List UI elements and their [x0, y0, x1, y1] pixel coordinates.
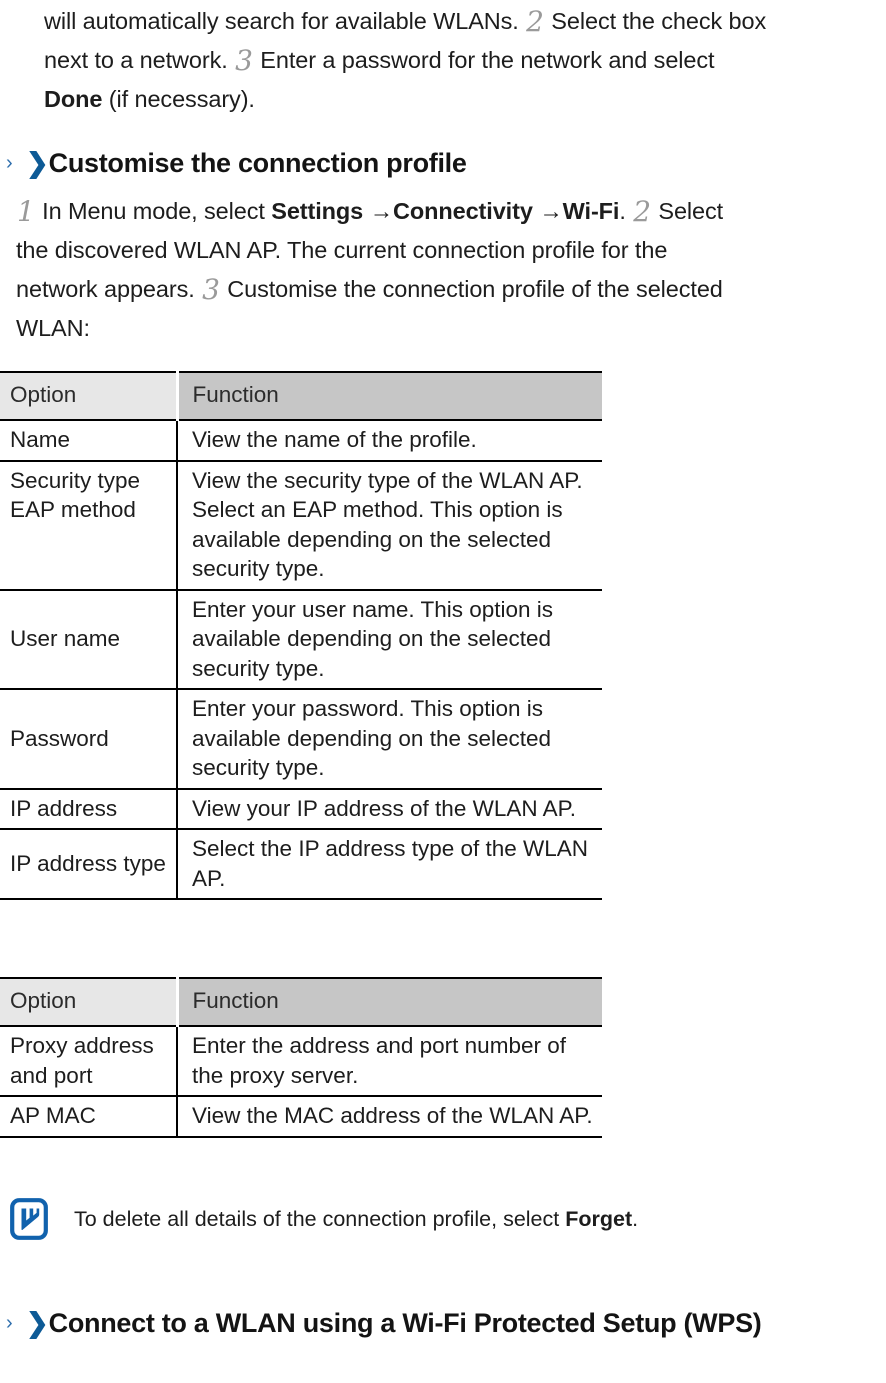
column-header-option: Option [0, 977, 179, 1027]
heading-title: Connect to a WLAN using a Wi-Fi Protecte… [48, 1308, 762, 1338]
cell-option: Security type EAP method [0, 460, 178, 591]
table-header-row: Option Function [0, 371, 602, 421]
cell-function: View the name of the profile. [177, 420, 602, 462]
cell-option: AP MAC [0, 1096, 178, 1138]
text-run: Enter a password for the network and sel… [253, 47, 715, 73]
text-run: Select [651, 198, 724, 224]
cell-function: Enter the address and port number of the… [177, 1026, 602, 1097]
cell-option: Proxy address and port [0, 1026, 178, 1097]
note-callout: To delete all details of the connection … [10, 1198, 870, 1240]
bold-term: Settings [271, 198, 364, 224]
step-number: 1 [17, 195, 35, 228]
step-number: 2 [633, 195, 651, 228]
double-arrow-icon: ❯ [26, 1308, 49, 1338]
table-header: Option Function [0, 371, 602, 421]
text-run: network appears. [16, 276, 202, 302]
text-line: next to a network. 3 Enter a password fo… [44, 41, 886, 80]
cell-option: User name [0, 589, 178, 690]
step-number: 3 [235, 44, 253, 77]
chevron-right-icon: › [6, 152, 13, 174]
text-run: Select the check box [544, 8, 767, 34]
text-line: the discovered WLAN AP. The current conn… [16, 231, 876, 270]
cell-option: Name [0, 420, 178, 462]
cell-function: Select the IP address type of the WLAN A… [177, 829, 602, 900]
chevron-right-icon: › [6, 1312, 13, 1334]
text-run: In Menu mode, select [35, 198, 272, 224]
text-run: . [619, 198, 633, 224]
cell-option: Password [0, 689, 178, 790]
text-run: WLAN: [16, 315, 90, 341]
text-line: WLAN: [16, 309, 876, 348]
column-header-function: Function [177, 371, 602, 421]
bold-term: Done [44, 86, 103, 112]
cell-function: View your IP address of the WLAN AP. [177, 788, 602, 830]
cell-option: IP address type [0, 829, 178, 900]
table-header: Option Function [0, 977, 602, 1027]
cell-option: IP address [0, 788, 178, 830]
text-run: Customise the connection profile of the … [220, 276, 723, 302]
note-text: To delete all details of the connection … [74, 1204, 638, 1234]
text-line: Done (if necessary). [44, 80, 886, 119]
text-run: next to a network. [44, 47, 235, 73]
profile-steps-paragraph: 1 In Menu mode, select Settings →Connect… [16, 192, 876, 348]
text-line: will automatically search for available … [44, 2, 886, 41]
bold-term: →Wi-Fi [532, 198, 620, 224]
column-header-option: Option [0, 371, 179, 421]
bold-term: →Connectivity [363, 198, 533, 224]
bold-term: Forget [565, 1207, 633, 1231]
text-run: will automatically search for available … [44, 8, 526, 34]
text-run: (if necessary). [102, 86, 255, 112]
text-line: 1 In Menu mode, select Settings →Connect… [16, 192, 876, 231]
heading-title: Customise the connection profile [48, 148, 467, 178]
continued-paragraph: will automatically search for available … [44, 2, 886, 119]
cell-function: View the MAC address of the WLAN AP. [177, 1096, 602, 1138]
text-run: To delete all details of the connection … [74, 1207, 566, 1231]
text-run: the discovered WLAN AP. The current conn… [16, 237, 668, 263]
cell-function: Enter your user name. This option is ava… [177, 589, 602, 690]
table-header-row: Option Function [0, 977, 602, 1027]
column-header-function: Function [177, 977, 602, 1027]
step-number: 2 [526, 5, 544, 38]
step-number: 3 [202, 273, 220, 306]
note-pen-icon [10, 1198, 48, 1240]
text-line: network appears. 3 Customise the connect… [16, 270, 876, 309]
cell-function: View the security type of the WLAN AP. S… [177, 460, 602, 591]
text-run: . [632, 1207, 639, 1231]
section-heading-wps: › ❯ Connect to a WLAN using a Wi-Fi Prot… [0, 1306, 880, 1340]
cell-function: Enter your password. This option is avai… [177, 689, 602, 790]
section-heading-customise-profile: › ❯ Customise the connection profile [0, 146, 880, 180]
double-arrow-icon: ❯ [26, 148, 49, 178]
